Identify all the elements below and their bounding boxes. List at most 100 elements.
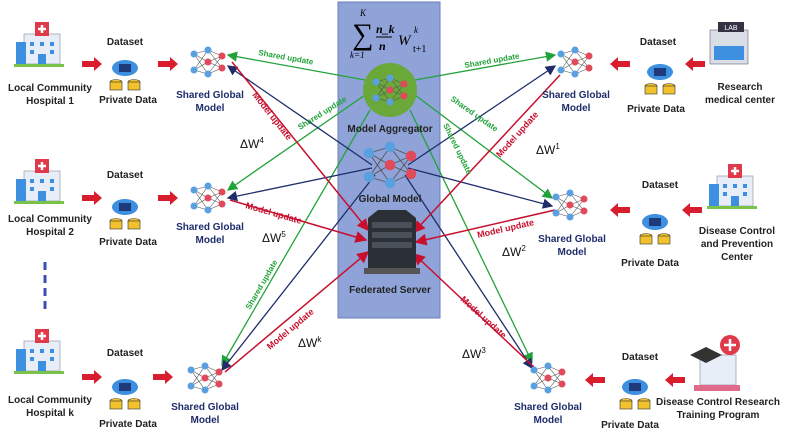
node-name: Hospital 1 [26,96,74,107]
private-data-icon [109,378,141,410]
model-update-label: Model update [250,90,294,142]
arrow-icon [610,57,630,71]
hospital-icon [12,327,66,376]
hospital-icon [12,20,66,69]
delta-labels: ΔW4 ΔW5 ΔWk ΔW1 ΔW2 ΔW3 [240,136,560,361]
shared-model-icon [190,182,226,214]
shared-model-label: Shared Global [171,402,239,413]
formula-weight: W [398,33,412,49]
arrow-icon [685,57,705,71]
shared-model-label: Shared Global [176,90,244,101]
shared-model-label: Shared Global [542,90,610,101]
arrow-icon [153,370,173,384]
private-data-label: Private Data [99,95,157,106]
lab-icon: LAB [709,22,749,65]
private-data-label: Private Data [627,104,685,115]
dataset-label: Dataset [107,348,144,359]
arrow-icon [158,57,178,71]
hospital-icon [705,162,759,211]
shared-model-label: Model [196,103,225,114]
sum-lower: k=1 [350,50,365,60]
formula-numerator: n_k [376,22,395,36]
shared-model-icon [557,46,593,78]
arrow-icon [665,373,685,387]
arrow-icon [82,57,102,71]
delta-label: ΔW3 [462,346,486,361]
dataset-label: Dataset [622,352,659,363]
node-name: Disease Control [699,226,775,237]
arrow-icon [610,203,630,217]
arrow-icon [158,191,178,205]
node-name: Local Community [8,83,92,94]
formula-weight-sub: t+1 [413,44,426,55]
dataset-label: Dataset [642,180,679,191]
private-data-icon [644,63,676,95]
node-name: and Prevention [701,239,773,250]
delta-label: ΔWk [298,335,322,350]
shared-model-label: Model [562,103,591,114]
delta-label: ΔW4 [240,136,264,151]
node-name: Disease Control Research [656,397,780,408]
shared-model-label: Shared Global [176,222,244,233]
formula-denominator: n [379,39,386,53]
private-data-icon [639,213,671,245]
formula-weight-sup: k [414,25,419,35]
shared-model-icon [552,189,588,221]
arrow-icon [585,373,605,387]
private-data-label: Private Data [99,419,157,430]
federated-server-label: Federated Server [349,285,431,296]
dataset-label: Dataset [640,37,677,48]
shared-update-label: Shared update [258,48,315,67]
node-name: Hospital 2 [26,227,74,238]
dataset-label: Dataset [107,170,144,181]
node-name: Hospital k [26,408,74,419]
sum-upper: K [359,8,367,18]
right-node-2: Shared Global Model Dataset Private Data… [538,162,775,269]
shared-model-icon [190,46,226,78]
shared-update-label: Shared update [449,94,500,134]
arrow-icon [82,191,102,205]
model-aggregator-label: Model Aggregator [347,124,432,135]
shared-update-label: Shared update [441,122,474,176]
arrow-icon [82,370,102,384]
model-update-label: Model update [244,200,303,226]
shared-model-label: Model [196,235,225,246]
delta-label: ΔW1 [536,142,560,157]
left-node-2: Local Community Hospital 2 Dataset Priva… [8,157,244,248]
private-data-label: Private Data [601,420,659,431]
right-node-3: Shared Global Model Dataset Private Data… [514,335,780,431]
node-name: Research [717,82,762,93]
shared-model-icon [187,362,223,394]
global-model-label: Global Model [359,194,422,205]
right-node-1: Shared Global Model Dataset Private Data… [542,22,775,115]
model-update-label: Model update [476,217,535,240]
private-data-label: Private Data [99,237,157,248]
delta-label: ΔW5 [262,230,286,245]
hospital-icon [12,157,66,206]
delta-label: ΔW2 [502,244,526,259]
node-name: Local Community [8,395,92,406]
shared-model-label: Shared Global [538,234,606,245]
node-name: medical center [705,95,775,106]
model-update-arrows [224,61,561,373]
left-node-k: Local Community Hospital k Dataset Priva… [8,327,239,430]
private-data-icon [109,59,141,91]
shared-model-label: Shared Global [514,402,582,413]
private-data-label: Private Data [621,258,679,269]
left-node-1: Local Community Hospital 1 Dataset Priva… [8,20,244,114]
node-name: Center [721,252,753,263]
shared-update-label: Shared update [464,51,521,70]
federated-server-icon [364,210,420,274]
lab-sign: LAB [724,25,738,32]
shared-model-label: Model [191,415,220,426]
node-name: Local Community [8,214,92,225]
shared-model-label: Model [534,415,563,426]
aggregation-formula: ∑ K k=1 n_k n W k t+1 [350,8,426,60]
shared-model-label: Model [558,247,587,258]
private-data-icon [619,378,651,410]
model-update-label: Model update [494,110,540,160]
arrow-icon [682,203,702,217]
node-name: Training Program [677,410,760,421]
sum-symbol: ∑ [352,18,373,51]
